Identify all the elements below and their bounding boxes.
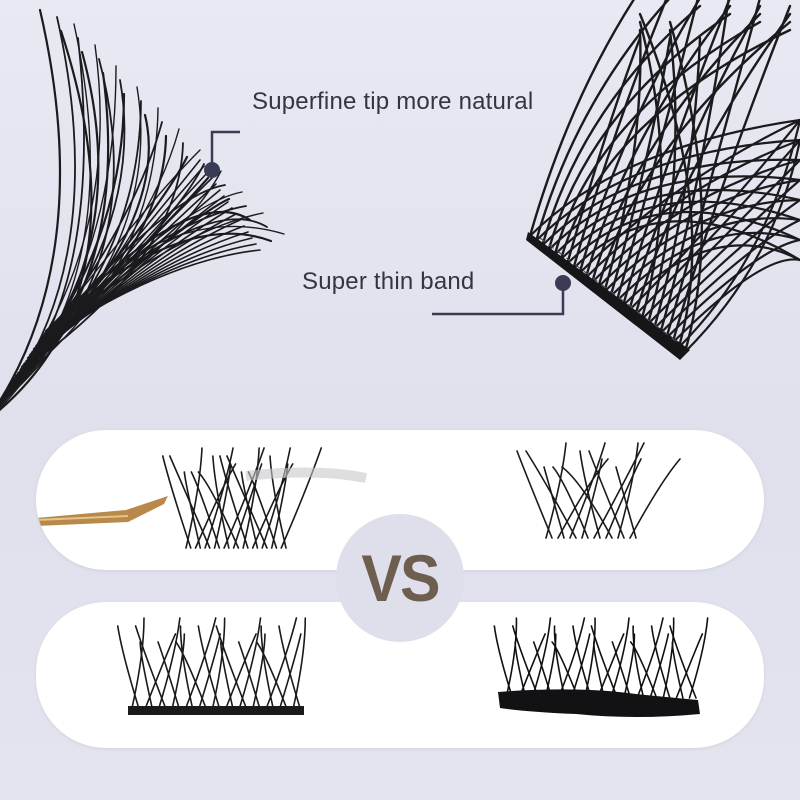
callout-1-pointer (204, 130, 240, 178)
vs-badge: VS (336, 514, 464, 642)
lash-cluster-photos-bottom (116, 617, 709, 717)
vs-label: VS (361, 541, 440, 615)
callout-superfine-tip: Superfine tip more natural (252, 88, 534, 115)
callout-2-pointer (432, 275, 571, 316)
comparison-row-top (36, 430, 764, 570)
tweezers-icon (36, 496, 168, 526)
callout-thin-band: Super thin band (302, 268, 475, 295)
right-lash-band (526, 232, 690, 360)
right-lash-cluster (528, 0, 800, 354)
lash-cluster-product-a (161, 447, 323, 549)
lash-cluster-competitor-b (493, 617, 709, 699)
lash-cluster-competitor-a (516, 442, 681, 539)
left-lash-fan (0, 8, 285, 412)
lash-cluster-product-b (116, 617, 307, 709)
lash-cluster-photos-top (36, 442, 681, 549)
